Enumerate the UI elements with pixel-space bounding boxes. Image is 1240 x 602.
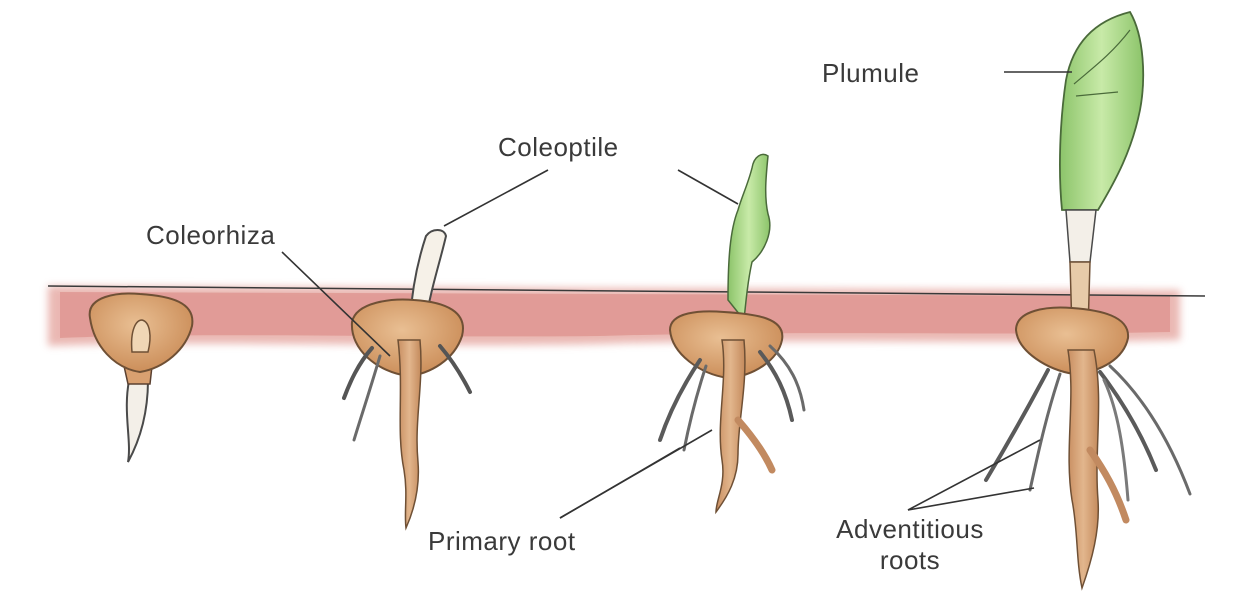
leader-coleoptile-right <box>678 170 738 204</box>
label-plumule: Plumule <box>822 58 919 89</box>
leader-adventitious-2 <box>908 488 1034 510</box>
seedling-stage-2 <box>344 230 470 528</box>
seedling-stage-3 <box>660 155 804 513</box>
label-primary-root: Primary root <box>428 526 576 557</box>
label-coleorhiza: Coleorhiza <box>146 220 275 251</box>
seedling-stage-1 <box>90 294 193 462</box>
label-coleoptile: Coleoptile <box>498 132 619 163</box>
leader-coleoptile-left <box>444 170 548 226</box>
leader-primary-root-2 <box>560 448 680 518</box>
label-adventitious-line1: Adventitious <box>790 514 1030 545</box>
label-adventitious-line2: roots <box>790 545 1030 576</box>
label-adventitious-roots: Adventitious roots <box>790 514 1030 576</box>
leader-adventitious-1 <box>908 440 1040 510</box>
